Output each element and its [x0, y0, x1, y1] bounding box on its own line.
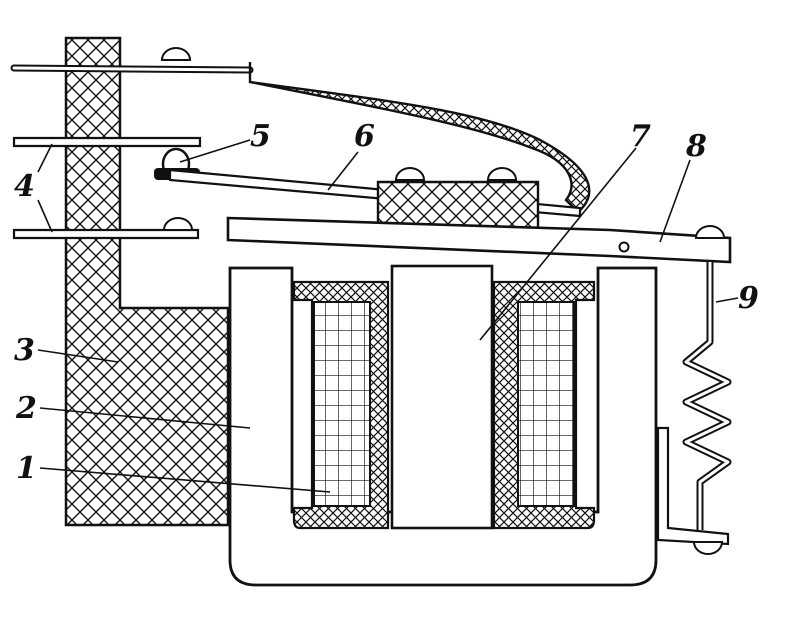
winding-right — [517, 301, 575, 507]
callout-2: 2 — [15, 391, 37, 426]
leader-8 — [659, 159, 691, 243]
winding-left — [313, 301, 371, 507]
callout-4: 4 — [14, 169, 35, 204]
fixed-contact-upper — [12, 136, 202, 148]
callout-6: 6 — [354, 119, 375, 154]
core — [390, 264, 494, 530]
leader-lines — [37, 139, 739, 493]
leader-3 — [37, 349, 119, 363]
callout-8: 8 — [685, 129, 707, 164]
callout-5: 5 — [250, 119, 271, 154]
fixed-contact-lower — [12, 228, 200, 240]
leader-9 — [715, 297, 739, 303]
armature-pivot — [618, 241, 630, 253]
leader-5 — [179, 139, 251, 163]
insulating-support — [64, 36, 230, 527]
rivet — [394, 167, 426, 181]
armature — [226, 216, 732, 264]
callout-3: 3 — [14, 333, 35, 368]
spring-bracket — [656, 426, 730, 546]
rivet — [692, 541, 724, 555]
leader-7 — [479, 147, 637, 341]
rivet — [162, 217, 194, 231]
return-spring — [682, 262, 732, 530]
rivet — [486, 167, 518, 181]
rivet — [694, 225, 726, 239]
leader-4a — [37, 143, 53, 173]
leader-4b — [37, 199, 53, 233]
callout-7: 7 — [630, 119, 651, 154]
callout-9: 9 — [738, 281, 759, 316]
callout-1: 1 — [16, 451, 37, 486]
leader-6 — [327, 151, 359, 191]
leader-2 — [39, 407, 251, 429]
rivet — [160, 47, 192, 61]
leader-1 — [39, 467, 331, 493]
